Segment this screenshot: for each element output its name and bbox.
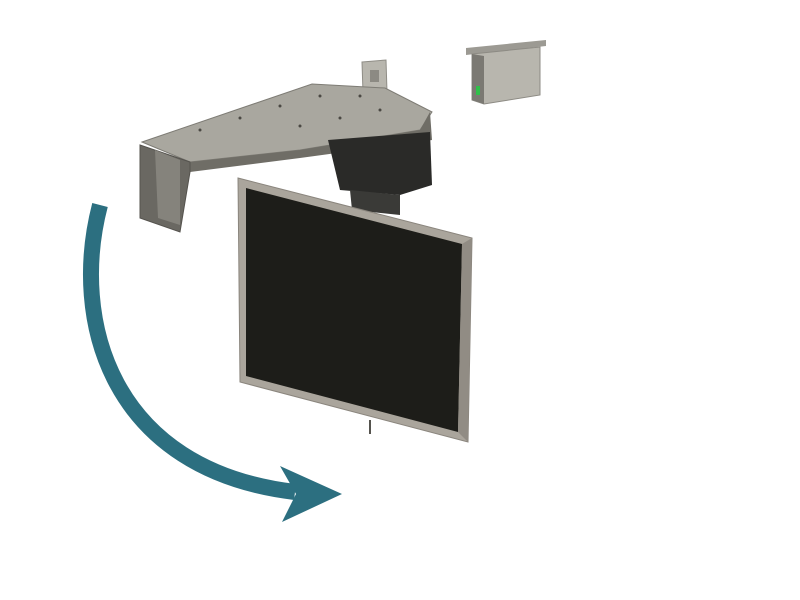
monitor (237, 177, 473, 443)
power-supply-box (466, 40, 546, 105)
mount-block-body (328, 132, 432, 195)
tilt-mount-block (328, 132, 432, 215)
rotation-arrow-shaft (83, 202, 296, 500)
status-led-icon (476, 86, 480, 95)
bracket-bolt-holes (198, 94, 382, 132)
monitor-screen (246, 188, 462, 432)
bracket-edge (190, 112, 432, 172)
mount-block-hinge (350, 190, 400, 215)
wall-plate-inset (370, 70, 379, 82)
wall-bracket (139, 83, 433, 233)
bracket-wall-side-inset (155, 150, 180, 225)
monitor-side-edge (458, 238, 472, 442)
rotation-arrow-head (280, 466, 342, 522)
rotation-arrow-icon (83, 202, 342, 522)
power-box-front (472, 54, 484, 104)
power-box-lid (466, 40, 546, 55)
